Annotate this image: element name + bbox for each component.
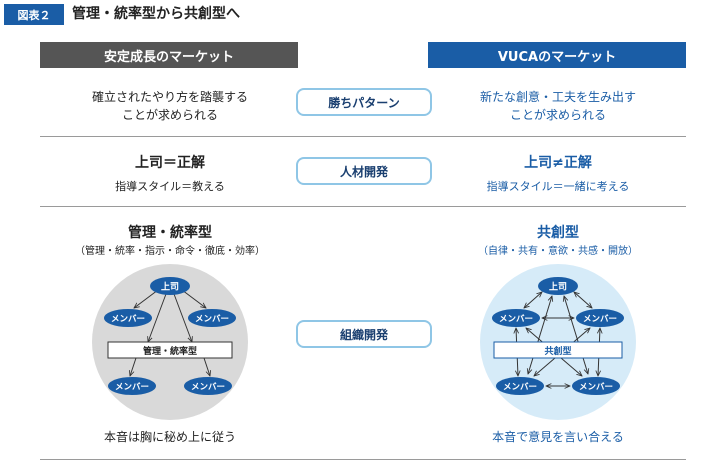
control-boss-node xyxy=(150,277,190,295)
org-label: 組織開発 xyxy=(296,320,432,348)
co-member-node-left xyxy=(492,309,540,327)
figure-tag: 図表２ xyxy=(4,4,64,25)
co-member-label-left: メンバー xyxy=(499,314,533,325)
control-member-label-bottom-right: メンバー xyxy=(191,382,225,393)
control-type-diagram: 管理・統率型 上司 メンバー メンバー メンバー メンバー xyxy=(92,264,248,420)
control-arrow-boss-to-right xyxy=(181,289,206,308)
talent-left-main: 上司＝正解 xyxy=(135,155,205,171)
org-left-caption: 本音は胸に秘め上に従う xyxy=(103,430,236,444)
winning-pattern-left-line2: ことが求められる xyxy=(121,108,218,122)
co-creation-bar-label: 共創型 xyxy=(544,345,571,357)
co-boss-label: 上司 xyxy=(549,281,567,293)
figure-title: 管理・統率型から共創型へ xyxy=(72,6,240,22)
right-column-header: VUCAのマーケット xyxy=(428,42,686,68)
control-arrow-boss-to-left xyxy=(134,289,159,308)
left-column-header: 安定成長のマーケット xyxy=(40,42,298,68)
org-right-title: 共創型 xyxy=(537,225,579,241)
control-arrow-bar-to-bottom-right xyxy=(203,357,210,376)
control-arrow-boss-to-lower-right xyxy=(173,293,192,342)
winning-pattern-right-line2: ことが求められる xyxy=(509,108,606,122)
co-member-node-bottom-right xyxy=(572,377,620,395)
talent-right-sub: 指導スタイル＝一緒に考える xyxy=(486,180,630,193)
winning-pattern-left-line1: 確立されたやり方を踏襲する xyxy=(91,90,248,104)
co-member-label-right: メンバー xyxy=(583,314,617,325)
winning-pattern-label: 勝ちパターン xyxy=(296,88,432,116)
control-arrow-boss-to-lower-left xyxy=(148,293,167,342)
control-member-node-bottom-right xyxy=(184,377,232,395)
co-member-label-bottom-left: メンバー xyxy=(503,382,537,393)
control-member-label-bottom-left: メンバー xyxy=(115,382,149,393)
co-member-node-bottom-left xyxy=(496,377,544,395)
control-member-node-left xyxy=(104,309,152,327)
control-boss-label: 上司 xyxy=(161,281,179,293)
control-member-node-right xyxy=(188,309,236,327)
talent-right-main: 上司≠正解 xyxy=(524,155,592,171)
co-creation-bar xyxy=(493,341,623,359)
co-creation-diagram: 共創型 上司 メンバー メンバー メンバー メンバー xyxy=(480,264,636,420)
co-boss-node xyxy=(538,277,578,295)
control-type-bar-label: 管理・統率型 xyxy=(143,345,197,357)
control-member-label-left: メンバー xyxy=(111,314,145,325)
co-member-label-bottom-right: メンバー xyxy=(579,382,613,393)
org-right-caption: 本音で意見を言い合える xyxy=(492,430,624,444)
co-member-node-right xyxy=(576,309,624,327)
control-member-node-bottom-left xyxy=(108,377,156,395)
winning-pattern-right-line1: 新たな創意・工夫を生み出す xyxy=(479,90,636,104)
org-right-sub: （自律・共有・意欲・共感・開放） xyxy=(478,246,638,257)
row-divider-1 xyxy=(40,136,686,137)
control-arrow-bar-to-bottom-left xyxy=(130,357,137,376)
winning-pattern-left: 確立されたやり方を踏襲する ことが求められる xyxy=(40,88,300,124)
talent-label: 人材開発 xyxy=(296,157,432,185)
org-left-sub: （管理・統率・指示・命令・徹底・効率） xyxy=(75,246,265,257)
control-type-bar xyxy=(107,341,233,359)
row-divider-2 xyxy=(40,206,686,207)
row-divider-bottom xyxy=(40,459,686,460)
talent-left-sub: 指導スタイル＝教える xyxy=(115,180,225,193)
winning-pattern-right: 新たな創意・工夫を生み出す ことが求められる xyxy=(428,88,688,124)
org-left-title: 管理・統率型 xyxy=(128,225,212,241)
control-member-label-right: メンバー xyxy=(195,314,229,325)
